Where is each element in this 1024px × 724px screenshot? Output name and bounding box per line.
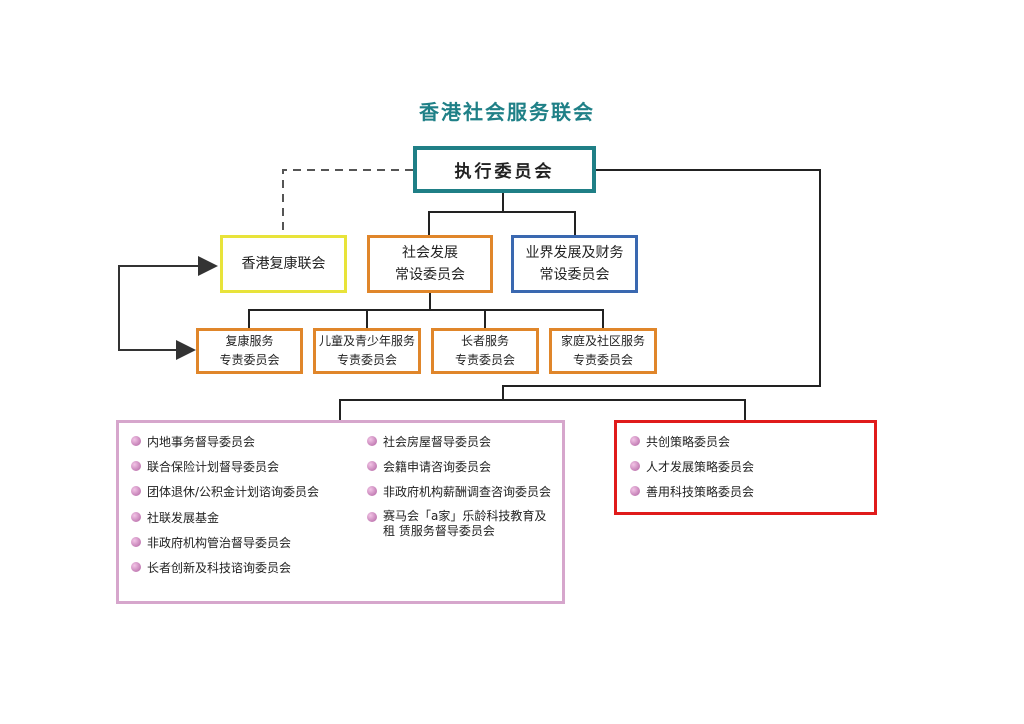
- item-label: 内地事务督导委员会: [147, 435, 256, 449]
- exec-to-standing-line: [428, 192, 576, 235]
- list-item: 非政府机构薪酬调查咨询委员会: [367, 483, 557, 508]
- label-line2: 专责委员会: [336, 353, 397, 367]
- bullet-icon: [630, 486, 640, 497]
- rehab-alliance-box: 香港复康联会: [220, 235, 347, 293]
- item-label: 会籍申请咨询委员会: [383, 460, 492, 475]
- specialized-committee-youth: 儿童及青少年服务专责委员会: [313, 328, 421, 374]
- exec-to-lower-line: [339, 169, 821, 420]
- list-item: 社会房屋督导委员会: [367, 433, 557, 458]
- bullet-icon: [630, 461, 640, 472]
- item-label: 非政府机构管治督导委员会: [147, 535, 292, 550]
- item-label: 团体退休/公积金计划谘询委员会: [147, 485, 320, 500]
- list-item: 赛马会「a家」乐龄科技教育及租 赁服务督导委员会: [367, 509, 557, 539]
- page-title: 香港社会服务联会: [419, 100, 595, 124]
- list-item: 共创策略委员会: [630, 433, 830, 458]
- list-item: 社联发展基金: [131, 509, 351, 534]
- list-item: 人才发展策略委员会: [630, 458, 830, 483]
- label-line2: 常设委员会: [539, 267, 610, 283]
- bullet-icon: [367, 436, 377, 446]
- label-line1: 儿童及青少年服务: [318, 334, 415, 348]
- list-item: 会籍申请咨询委员会: [367, 458, 557, 483]
- bullet-icon: [131, 486, 141, 497]
- strategy-committee-list: 共创策略委员会 人才发展策略委员会 善用科技策略委员会: [630, 433, 830, 509]
- specialized-committee-elderly: 长者服务专责委员会: [431, 328, 539, 374]
- specialized-committee-rehab: 复康服务专责委员会: [196, 328, 303, 374]
- item-label: 共创策略委员会: [646, 435, 731, 449]
- bullet-icon: [367, 461, 377, 472]
- label-line2: 专责委员会: [219, 353, 280, 367]
- item-label: 联合保险计划督导委员会: [147, 460, 280, 475]
- list-item: 内地事务督导委员会: [131, 433, 351, 458]
- list-item: 善用科技策略委员会: [630, 483, 830, 508]
- item-label: 善用科技策略委员会: [646, 485, 755, 500]
- rehab-alliance-label: 香港复康联会: [241, 256, 326, 272]
- list-item: 联合保险计划督导委员会: [131, 458, 351, 483]
- item-label: 长者创新及科技谘询委员会: [147, 560, 292, 575]
- item-label: 非政府机构薪酬调查咨询委员会: [383, 485, 552, 500]
- list-item: 非政府机构管治督导委员会: [131, 534, 351, 559]
- item-label: 赛马会「a家」乐龄科技教育及租 赁服务督导委员会: [383, 508, 547, 538]
- executive-committee-box: 执行委员会: [413, 146, 596, 193]
- label-line1: 家庭及社区服务: [560, 334, 645, 348]
- bullet-icon: [131, 561, 141, 572]
- other-committees-box: [116, 420, 565, 604]
- list-item: 团体退休/公积金计划谘询委员会: [131, 483, 351, 508]
- label-line1: 社会发展: [402, 245, 458, 261]
- label-line2: 专责委员会: [454, 353, 515, 367]
- social-development-committee-box: 社会发展常设委员会: [367, 235, 493, 293]
- sector-finance-committee-box: 业界发展及财务常设委员会: [511, 235, 638, 293]
- item-label: 人才发展策略委员会: [646, 460, 755, 475]
- label-line2: 专责委员会: [572, 353, 633, 367]
- bullet-icon: [131, 511, 141, 522]
- specialized-committee-family: 家庭及社区服务专责委员会: [549, 328, 657, 374]
- list-item: 长者创新及科技谘询委员会: [131, 559, 351, 584]
- label-line1: 复康服务: [225, 334, 274, 348]
- left-committee-list: 内地事务督导委员会 联合保险计划督导委员会 团体退休/公积金计划谘询委员会 社联…: [131, 433, 351, 584]
- bullet-icon: [367, 486, 377, 497]
- executive-label: 执行委员会: [454, 162, 555, 182]
- middle-committee-list: 社会房屋督导委员会 会籍申请咨询委员会 非政府机构薪酬调查咨询委员会 赛马会「a…: [367, 433, 557, 539]
- bullet-icon: [367, 511, 377, 522]
- dashed-link: [282, 169, 413, 235]
- bullet-icon: [131, 436, 141, 446]
- item-label: 社会房屋督导委员会: [383, 435, 492, 449]
- label-line1: 长者服务: [460, 334, 509, 348]
- bullet-icon: [630, 436, 640, 446]
- social-to-specialized-line: [248, 292, 604, 328]
- bullet-icon: [131, 536, 141, 547]
- label-line2: 常设委员会: [395, 267, 465, 283]
- item-label: 社联发展基金: [147, 510, 220, 525]
- label-line1: 业界发展及财务: [525, 245, 624, 261]
- strategy-committees-box: [614, 420, 877, 515]
- bullet-icon: [131, 461, 141, 472]
